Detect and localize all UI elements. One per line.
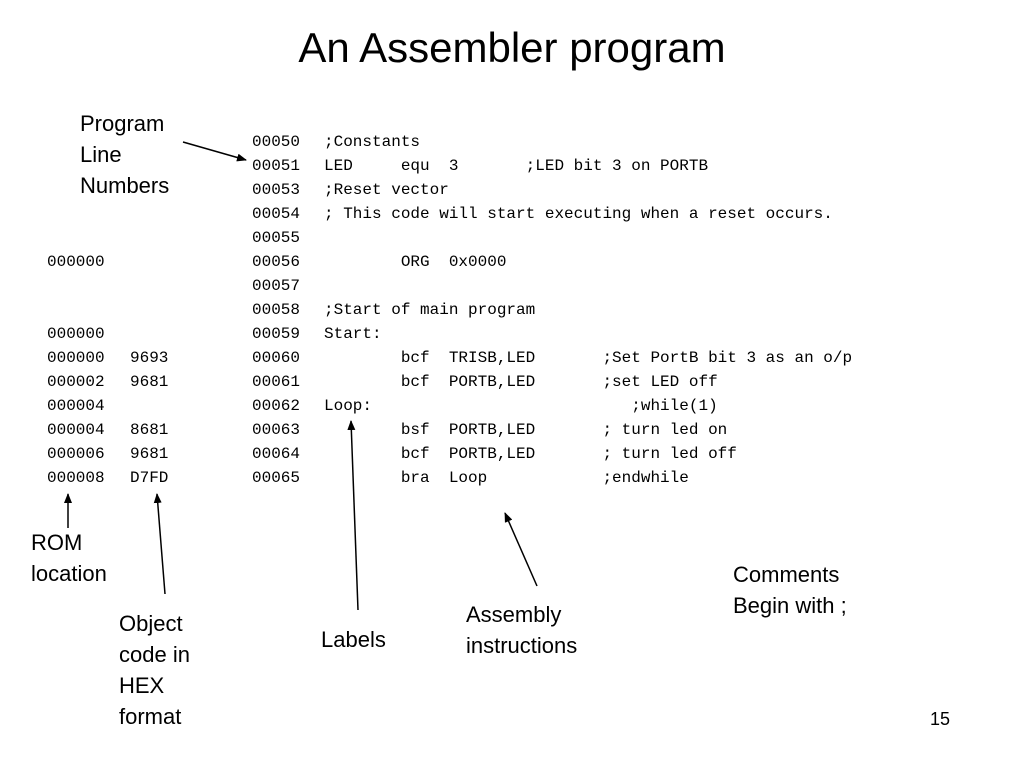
annotation-program-line-numbers: Program Line Numbers [80,111,170,198]
listing-rom-location: 000000 [47,253,105,271]
listing-source-code: ; This code will start executing when a … [324,205,833,223]
annotation-labels: Labels [321,627,386,652]
listing-source-code: ;Constants [324,133,421,151]
listing-source-code: Loop: ;while(1) [324,397,718,415]
listing-source-code: bsf PORTB,LED ; turn led on [324,421,728,439]
listing-object-code: 8681 [130,421,169,439]
listing-rom-location: 000004 [47,421,105,439]
listing-line-number: 00065 [252,469,301,487]
listing-rom-location: 000006 [47,445,105,463]
page-number: 15 [930,709,951,729]
arrow-to-assembly-instructions [504,512,538,587]
listing-line-number: 00057 [252,277,301,295]
listing-line-number: 00056 [252,253,301,271]
listing-rom-location: 000002 [47,373,105,391]
listing-object-code: 9681 [130,373,169,391]
arrow-to-object-code [153,493,166,595]
listing-source-code: ORG 0x0000 [324,253,507,271]
listing-line-number: 00053 [252,181,301,199]
listing-source-code: ;Reset vector [324,181,449,199]
listing-source-code: bcf TRISB,LED ;Set PortB bit 3 as an o/p [324,349,853,367]
listing-line-number: 00050 [252,133,301,151]
slide-title: An Assembler program [298,24,726,71]
listing-line-number: 00054 [252,205,301,223]
listing-line-number: 00055 [252,229,301,247]
listing-line-number: 00058 [252,301,301,319]
annotation-object-code: Object code in HEX format [119,611,190,729]
listing-rom-location: 000000 [47,349,105,367]
listing-object-code: 9681 [130,445,169,463]
arrow-to-labels [347,420,359,611]
listing-line-number: 00059 [252,325,301,343]
listing-source-code: bcf PORTB,LED ; turn led off [324,445,737,463]
listing-object-code: 9693 [130,349,169,367]
listing-source-code: Start: [324,325,382,343]
listing-object-code: D7FD [130,469,169,487]
listing-line-number: 00063 [252,421,301,439]
listing-line-number: 00062 [252,397,301,415]
listing-source-code: ;Start of main program [324,301,536,319]
listing-line-number: 00061 [252,373,301,391]
listing-line-number: 00060 [252,349,301,367]
listing-source-code: bra Loop ;endwhile [324,469,689,487]
listing-source-code: bcf PORTB,LED ;set LED off [324,373,718,391]
listing-line-number: 00064 [252,445,301,463]
annotation-rom-location: ROM location [31,530,107,586]
listing-line-number: 00051 [252,157,301,175]
listing-source-code: LED equ 3 ;LED bit 3 on PORTB [324,157,709,175]
annotation-comments: Comments Begin with ; [733,562,847,618]
listing-rom-location: 000008 [47,469,105,487]
listing-rom-location: 000000 [47,325,105,343]
arrow-to-line-numbers [182,141,247,162]
annotation-assembly-instructions: Assembly instructions [466,602,578,658]
listing-rom-location: 000004 [47,397,105,415]
